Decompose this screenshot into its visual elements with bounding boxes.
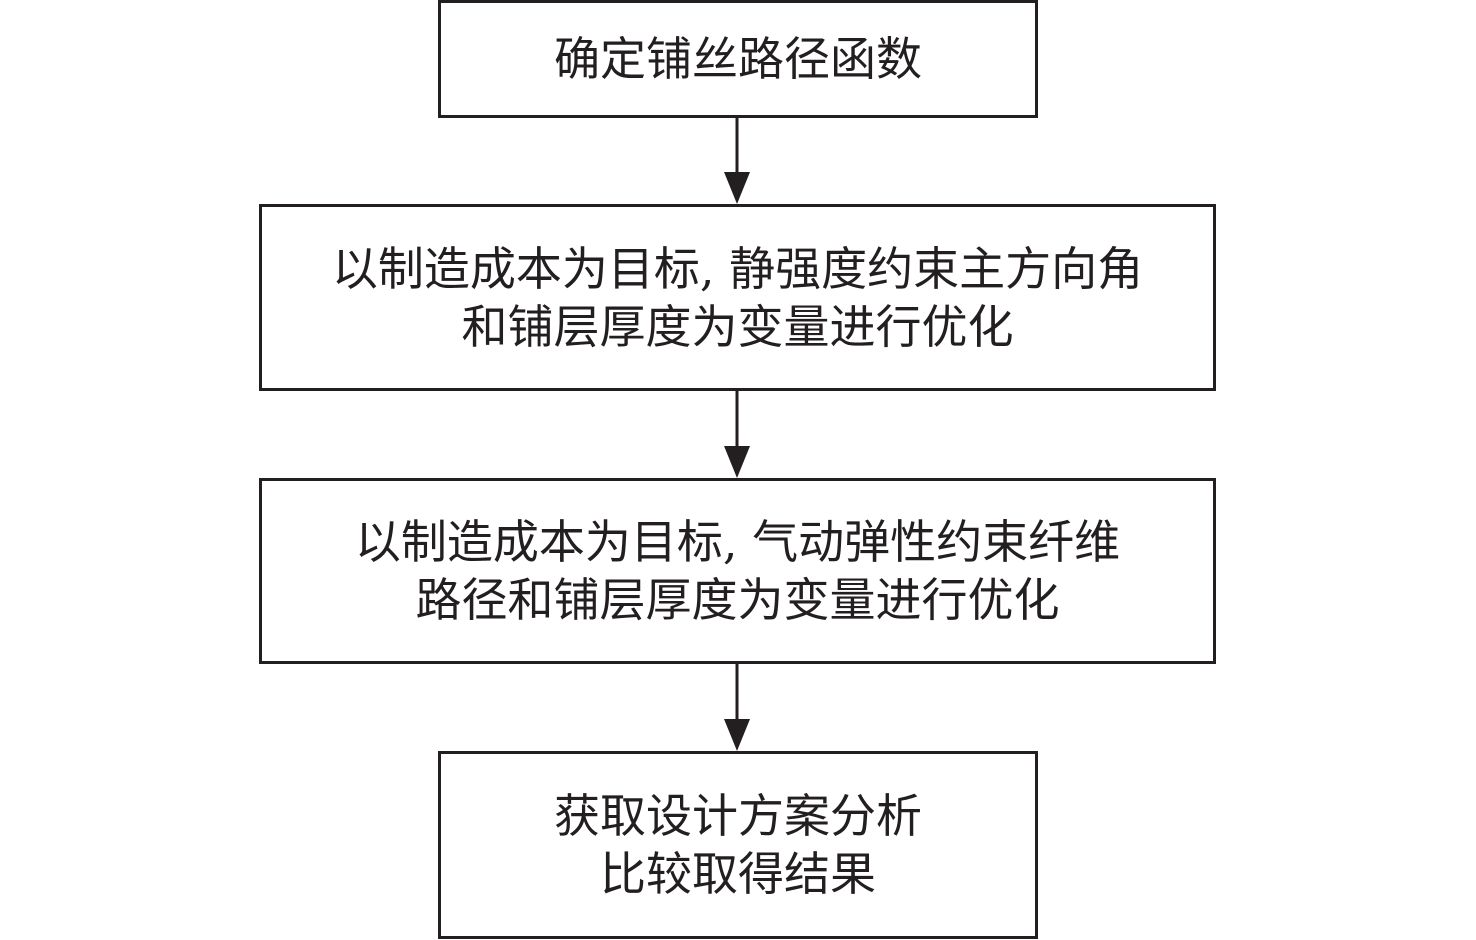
step-2-text-line-1: 以制造成本为目标, 静强度约束主方向角 [331,241,1144,296]
step-1-text: 确定铺丝路径函数 [554,32,922,86]
step-3-text-line-2: 路径和铺层厚度为变量进行优化 [415,573,1060,627]
step-2-box: 以制造成本为目标, 静强度约束主方向角 和铺层厚度为变量进行优化 [259,204,1216,391]
step-4-text-line-1: 获取设计方案分析 [554,789,922,843]
step-4-text-line-2: 比较取得结果 [600,847,876,901]
step-1-box: 确定铺丝路径函数 [438,0,1038,118]
arrowhead-3-4 [724,719,750,751]
arrowhead-1-2 [724,172,750,204]
step-3-box: 以制造成本为目标, 气动弹性约束纤维 路径和铺层厚度为变量进行优化 [259,478,1216,664]
step-4-box: 获取设计方案分析 比较取得结果 [438,751,1038,939]
step-3-text-line-1: 以制造成本为目标, 气动弹性约束纤维 [354,515,1121,569]
step-2-text-line-2: 和铺层厚度为变量进行优化 [461,299,1014,354]
arrowhead-2-3 [724,446,750,478]
